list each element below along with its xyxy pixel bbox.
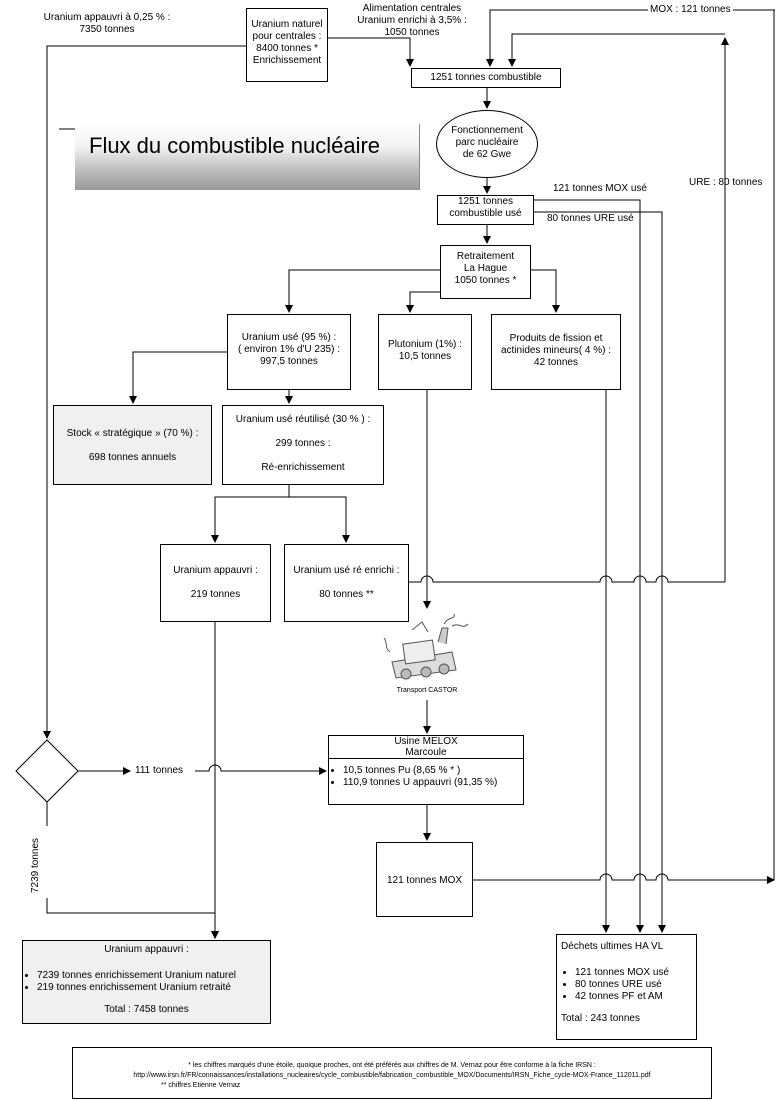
reactor-fleet-ellipse: Fonctionnement parc nucléaire de 62 Gwe bbox=[436, 110, 538, 178]
depleted-item-natural: 7239 tonnes enrichissement Uranium natur… bbox=[37, 970, 270, 982]
flow-7239-label: 7239 tonnes bbox=[30, 837, 41, 893]
depleted-total-value: Total : 7458 tonnes bbox=[104, 1004, 189, 1015]
castor-train-icon bbox=[383, 613, 469, 680]
used-fuel-box: 1251 tonnes combustible usé bbox=[437, 195, 534, 225]
waste-total: Total : 243 tonnes bbox=[561, 1013, 640, 1024]
flow-to-depleted-mid bbox=[211, 485, 290, 543]
flow-enriched-to-fuel bbox=[328, 37, 414, 67]
reprocessing-box: Retraitement La Hague 1050 tonnes * bbox=[440, 245, 531, 299]
strategic-stock-box: Stock « stratégique » (70 %) : 698 tonne… bbox=[53, 405, 212, 485]
ure-label: URE : 80 tonnes bbox=[689, 177, 763, 188]
mox-top-label: MOX : 121 tonnes bbox=[648, 4, 733, 16]
melox-plant-box: Usine MELOX Marcoule 10,5 tonnes Pu (8,6… bbox=[328, 735, 524, 805]
depleted-uranium-mid-box: Uranium appauvri : 219 tonnes bbox=[160, 544, 271, 622]
flow-ure-to-fuel bbox=[508, 33, 725, 67]
flow-to-stock bbox=[129, 351, 227, 404]
footnote-line1: * les chiffres marqués d'une étoile, quo… bbox=[188, 1062, 596, 1069]
flow-mox-right bbox=[473, 873, 775, 884]
plutonium-box: Plutonium (1%) : 10,5 tonnes bbox=[378, 314, 472, 390]
flow-ure-used-to-waste bbox=[534, 211, 666, 933]
depleted-total-title: Uranium appauvri : bbox=[104, 944, 189, 955]
mox-used-label: 121 tonnes MOX usé bbox=[553, 183, 647, 194]
ultimate-waste-box: Déchets ultimes HA VL 121 tonnes MOX usé… bbox=[556, 934, 697, 1040]
reused-uranium-box: Uranium usé réutilisé (30 % ) : 299 tonn… bbox=[222, 405, 384, 485]
waste-item-mox: 121 tonnes MOX usé bbox=[575, 967, 696, 979]
ure-used-label: 80 tonnes URE usé bbox=[547, 213, 634, 224]
flow-reenriched-to-ure-h bbox=[409, 575, 725, 583]
fuel-box: 1251 tonnes combustible bbox=[411, 68, 561, 88]
footnote-box: * les chiffres marqués d'une étoile, quo… bbox=[72, 1047, 712, 1099]
mox-output-box: 121 tonnes MOX bbox=[376, 842, 473, 917]
natural-uranium-box: Uranium naturel pour centrales : 8400 to… bbox=[246, 8, 328, 82]
flow-depleted-to-diamond bbox=[43, 45, 246, 739]
flow-to-used-uranium bbox=[285, 269, 440, 313]
melox-item-u: 110,9 tonnes U appauvri (91,35 %) bbox=[343, 777, 523, 789]
waste-item-ure: 80 tonnes URE usé bbox=[575, 979, 696, 991]
flow-to-fission bbox=[531, 269, 560, 313]
depleted-item-reprocessed: 219 tonnes enrichissement Uranium retrai… bbox=[37, 982, 270, 994]
flow-111-label: 111 tonnes bbox=[135, 765, 184, 776]
depleted-uranium-label: Uranium appauvri à 0,25 % : 7350 tonnes bbox=[43, 12, 171, 35]
waste-title: Déchets ultimes HA VL bbox=[561, 941, 664, 952]
waste-item-pf: 42 tonnes PF et AM bbox=[575, 991, 696, 1003]
split-diamond bbox=[15, 739, 79, 803]
fission-products-box: Produits de fission et actinides mineurs… bbox=[491, 314, 621, 390]
flow-7239-to-depleted bbox=[46, 898, 219, 939]
transport-castor-label: Transport CASTOR bbox=[396, 687, 458, 694]
melox-header: Usine MELOX Marcoule bbox=[329, 736, 523, 759]
footnote-line3: ** chiffres Etienne Vernaz bbox=[161, 1082, 241, 1089]
depleted-uranium-total-box: Uranium appauvri : 7239 tonnes enrichiss… bbox=[22, 940, 271, 1024]
enriched-feed-label: Alimentation centrales Uranium enrichi à… bbox=[357, 3, 467, 38]
flow-mox-used-to-waste bbox=[534, 199, 644, 933]
page-title: Flux du combustible nucléaire bbox=[89, 133, 381, 158]
footnote-url[interactable]: http://www.irsn.fr/FR/connaissances/inst… bbox=[133, 1072, 651, 1079]
used-uranium-box: Uranium usé (95 %) : ( environ 1% d'U 23… bbox=[227, 314, 351, 390]
flow-mox-to-fuel bbox=[486, 9, 775, 67]
title-banner bbox=[75, 124, 420, 190]
flow-to-reenriched bbox=[289, 496, 350, 543]
melox-item-pu: 10,5 tonnes Pu (8,65 % * ) bbox=[343, 765, 523, 777]
flow-to-plutonium bbox=[406, 291, 440, 313]
reenriched-uranium-box: Uranium usé ré enrichi : 80 tonnes ** bbox=[284, 544, 409, 622]
